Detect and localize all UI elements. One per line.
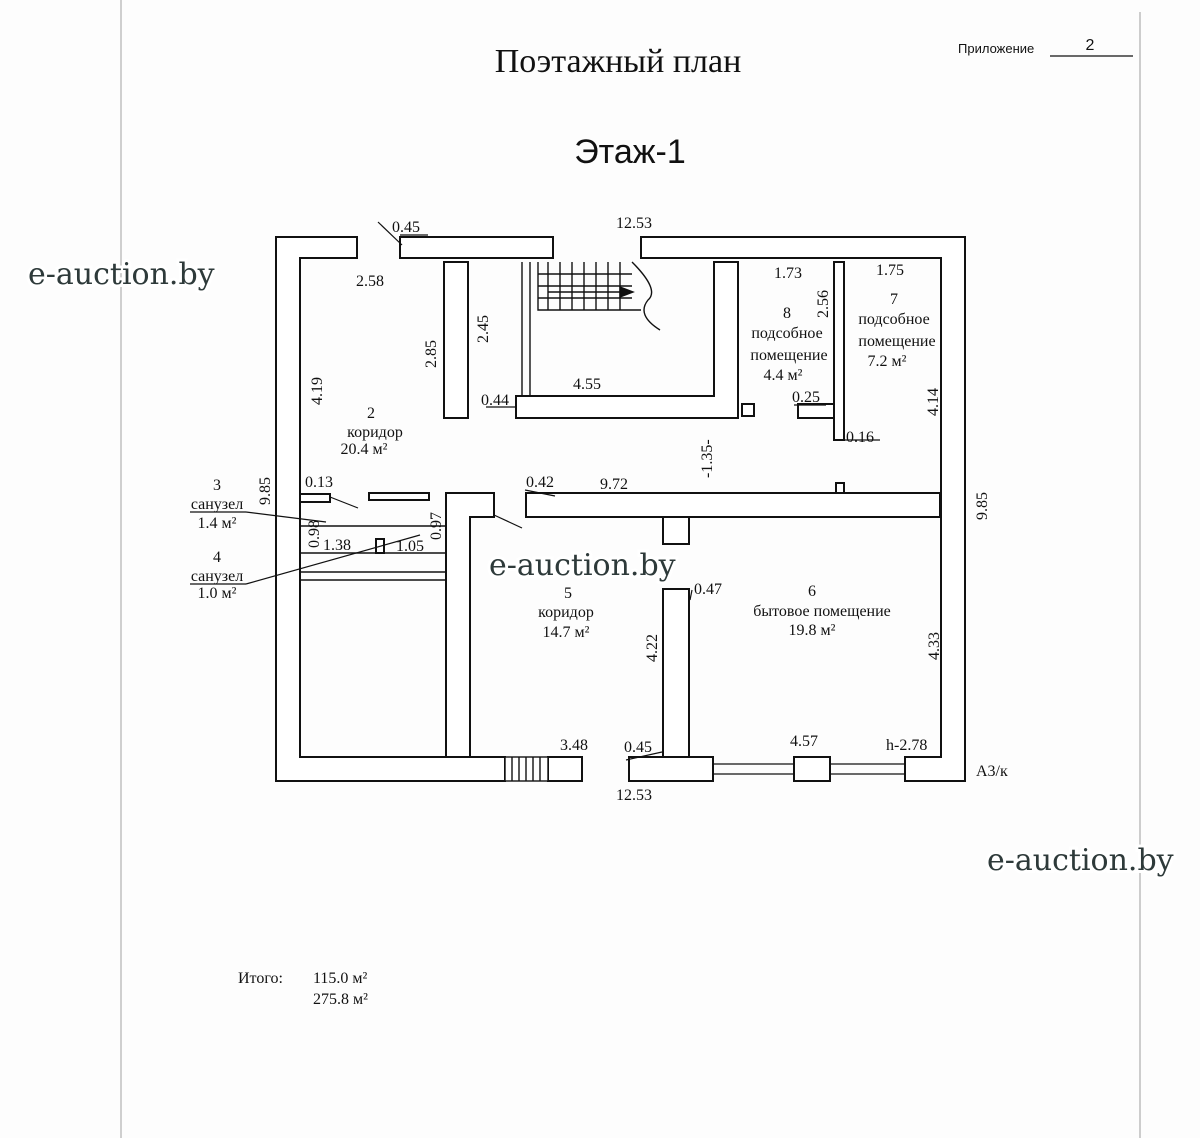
totals-value-2: 275.8 м² (313, 991, 368, 1008)
dim-013: 0.13 (305, 474, 333, 491)
dim-045-bottom: 0.45 (624, 739, 652, 756)
wall-bottom-middle (628, 756, 714, 782)
wall-corridor-room6 (662, 588, 690, 758)
room-6-number: 6 (808, 583, 816, 600)
dim-025: 0.25 (792, 389, 820, 406)
wall-top-middle (399, 236, 554, 259)
room-2-area: 20.4 м² (341, 441, 388, 458)
room-7-name-line1: подсобное (858, 311, 929, 328)
dim-348: 3.48 (560, 737, 588, 754)
dim-433: 4.33 (926, 632, 943, 660)
ceiling-height: h-2.78 (886, 737, 927, 754)
watermarks: e-auction.by e-auction.by e-auction.by (25, 254, 1177, 881)
room-4-number: 4 (213, 549, 221, 566)
room-8-name-line1: подсобное (751, 325, 822, 342)
wall-partition-8-7 (833, 261, 845, 441)
room-2-number: 2 (367, 405, 375, 422)
totals-value-1: 115.0 м² (313, 970, 368, 987)
totals-label: Итого: (238, 970, 283, 987)
dim-138: 1.38 (323, 537, 351, 554)
wall-025 (797, 403, 835, 419)
appendix-label: Приложение (958, 41, 1034, 56)
wall-972 (525, 492, 941, 518)
room-7-name-line2: помещение (858, 333, 935, 350)
dim-245: 2.45 (475, 315, 492, 343)
windows (713, 763, 905, 775)
dim-985-left: 9.85 (257, 477, 274, 505)
dim-097: 0.97 (428, 512, 445, 540)
wall-toilet-corridor (445, 492, 495, 758)
dim-173: 1.73 (774, 265, 802, 282)
toilet-fixture-a (299, 493, 331, 503)
dim-455: 4.55 (573, 376, 601, 393)
floor-title: Этаж-1 (574, 133, 686, 171)
walls (275, 236, 966, 782)
dim-414: 4.14 (925, 388, 942, 416)
dim-1253-top: 12.53 (616, 215, 652, 232)
dim-045-top: 0.45 (392, 219, 420, 236)
room-3-name: санузел (191, 496, 243, 513)
watermark-1: e-auction.by (28, 257, 215, 292)
dim-256: 2.56 (815, 290, 832, 318)
dim-285: 2.85 (423, 340, 440, 368)
toilet-lines (300, 525, 446, 581)
sheet-code: А3/к (976, 763, 1008, 780)
wall-stair-enclosure (515, 261, 739, 419)
watermark-2: e-auction.by (489, 548, 676, 583)
dim-422: 4.22 (644, 634, 661, 662)
room-labels: 2 коридор 20.4 м² 3 санузел 1.4 м² 4 сан… (191, 291, 936, 641)
dim-457: 4.57 (790, 733, 818, 750)
dim-135: -1.35- (699, 439, 716, 478)
dim-258: 2.58 (356, 273, 384, 290)
dim-419: 4.19 (309, 377, 326, 405)
room-5-name: коридор (538, 604, 594, 621)
entrance-steps (504, 756, 549, 782)
wall-bottom-pier (547, 756, 583, 782)
dim-044: 0.44 (481, 392, 509, 409)
small-niche (741, 403, 755, 417)
room-6-name: бытовое помещение (753, 603, 891, 620)
plan-title: Поэтажный план (495, 43, 742, 80)
room-3-number: 3 (213, 477, 221, 494)
room-8-number: 8 (783, 305, 791, 322)
dim-105: 1.05 (396, 538, 424, 555)
room-7-number: 7 (890, 291, 898, 308)
appendix-number: 2 (1086, 37, 1095, 54)
room-8-area: 4.4 м² (764, 367, 803, 384)
room-4-name: санузел (191, 568, 243, 585)
room-7-area: 7.2 м² (868, 353, 907, 370)
room-4-area: 1.0 м² (198, 585, 237, 602)
dim-016: 0.16 (846, 429, 874, 446)
wall-bottom-window-pier (793, 756, 831, 782)
leader-lines (190, 221, 880, 761)
room-2-name: коридор (347, 424, 403, 441)
totals: Итого: 115.0 м² 275.8 м² (238, 970, 368, 1008)
room-6-area: 19.8 м² (789, 622, 836, 639)
room-3-area: 1.4 м² (198, 515, 237, 532)
dim-972: 9.72 (600, 476, 628, 493)
dim-175: 1.75 (876, 262, 904, 279)
staircase (521, 261, 661, 396)
wall-inner-285 (443, 261, 469, 419)
dim-042: 0.42 (526, 474, 554, 491)
room-8-name-line2: помещение (750, 347, 827, 364)
dimension-labels: 0.45 12.53 2.58 2.85 2.45 4.19 0.44 4.55… (257, 215, 1008, 804)
watermark-3: e-auction.by (987, 843, 1174, 878)
dim-047: 0.47 (694, 581, 722, 598)
room-5-area: 14.7 м² (543, 624, 590, 641)
wall-outer-left (275, 236, 506, 782)
column-small (662, 516, 690, 545)
toilet-fixture-b (368, 492, 430, 501)
dim-1253-bottom: 12.53 (616, 787, 652, 804)
dim-098: 0.98 (306, 520, 323, 548)
dim-985-right: 9.85 (974, 492, 991, 520)
wall-outer-right (640, 236, 966, 782)
small-niche-2 (835, 482, 845, 494)
room-5-number: 5 (564, 585, 572, 602)
